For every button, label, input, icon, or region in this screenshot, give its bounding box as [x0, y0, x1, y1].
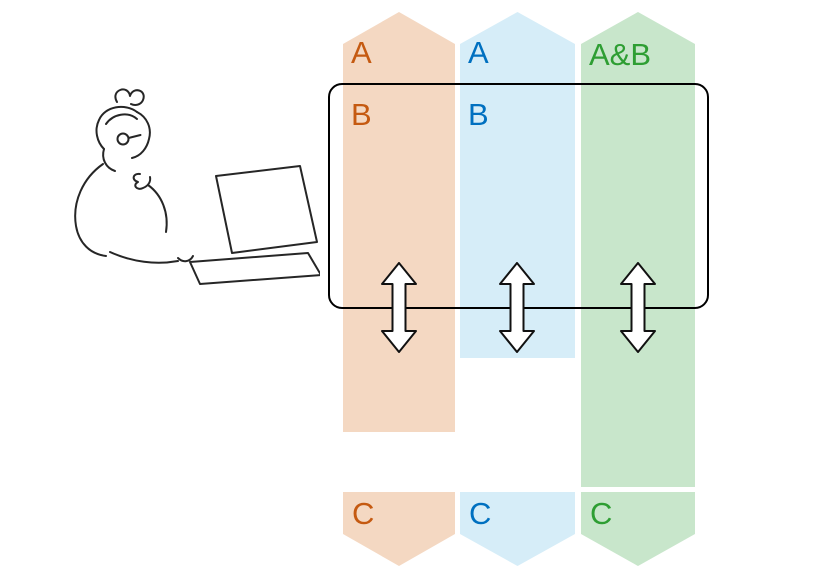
- column-a-tail: C: [343, 492, 455, 566]
- double-vertical-arrow-icon: [381, 262, 417, 353]
- column-b-header-label: A: [468, 35, 489, 70]
- person-thinking-at-laptop-illustration: [74, 88, 320, 285]
- column-b-tail: C: [460, 492, 575, 566]
- column-b-box-label: B: [468, 97, 489, 132]
- column-a-header-label: A: [351, 35, 372, 70]
- column-ab-header-label: A&B: [589, 37, 652, 72]
- column-ab-bottom-label: C: [590, 496, 613, 531]
- column-a-box-label: B: [351, 97, 372, 132]
- column-a-bottom-label: C: [352, 496, 375, 531]
- column-a-band: [343, 12, 455, 432]
- column-b-bottom-label: C: [469, 496, 492, 531]
- column-ab-band: [581, 12, 695, 487]
- double-vertical-arrow-icon: [499, 262, 535, 353]
- column-ab-tail: C: [581, 492, 695, 566]
- double-vertical-arrow-icon: [620, 262, 656, 353]
